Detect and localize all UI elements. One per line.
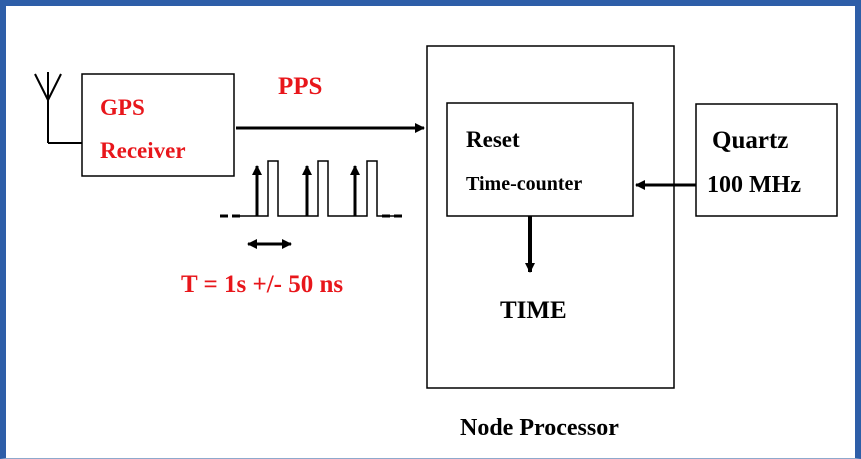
period-label: T = 1s +/- 50 ns xyxy=(181,271,343,298)
gps-receiver-box xyxy=(81,73,235,177)
antenna-icon xyxy=(34,72,82,144)
gps-receiver-label-line2: Receiver xyxy=(100,138,186,163)
node-processor-label: Node Processor xyxy=(460,415,619,441)
time-counter-label-line2: Time-counter xyxy=(466,173,582,195)
pps-label: PPS xyxy=(278,73,322,100)
time-counter-label-line1: Reset xyxy=(466,127,520,152)
time-counter-box xyxy=(446,102,634,217)
pulse-edge-arrows xyxy=(252,165,360,216)
gps-receiver-label-line1: GPS xyxy=(100,95,145,120)
quartz-label-line2: 100 MHz xyxy=(707,172,801,198)
time-label: TIME xyxy=(500,297,567,324)
quartz-label-line1: Quartz xyxy=(712,127,788,154)
pulse-train xyxy=(236,160,402,217)
node-processor-box xyxy=(426,45,675,389)
quartz-box xyxy=(695,103,838,217)
